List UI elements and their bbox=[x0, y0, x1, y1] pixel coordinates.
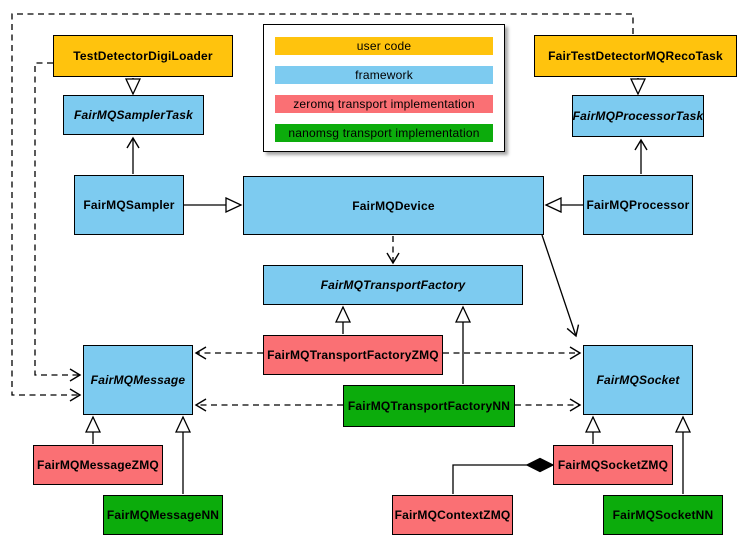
class-label: FairMQProcessorTask bbox=[572, 109, 704, 123]
class-label: FairMQMessageNN bbox=[106, 508, 220, 522]
class-box-fairmqtransportfactorynn: FairMQTransportFactoryNN bbox=[343, 385, 515, 427]
legend-label-nanomsg: nanomsg transport implementation bbox=[288, 126, 480, 140]
class-label: FairMQTransportFactoryNN bbox=[347, 399, 511, 413]
class-box-fairmqsamplertask: FairMQSamplerTask bbox=[63, 95, 204, 135]
class-label: FairMQTransportFactoryZMQ bbox=[267, 348, 439, 362]
class-label: FairMQTransportFactory bbox=[320, 278, 466, 292]
class-label: FairMQSamplerTask bbox=[74, 108, 193, 122]
class-box-fairmqsocket: FairMQSocket bbox=[583, 345, 693, 415]
class-box-fairmqcontextzmq: FairMQContextZMQ bbox=[392, 495, 513, 535]
class-label: FairMQMessage bbox=[90, 373, 186, 387]
class-box-fairmqmessagezmq: FairMQMessageZMQ bbox=[33, 445, 163, 485]
class-box-fairmqmessage: FairMQMessage bbox=[83, 345, 193, 415]
class-box-fairmqsampler: FairMQSampler bbox=[74, 175, 184, 235]
class-box-fairmqtransportfactory: FairMQTransportFactory bbox=[263, 265, 523, 305]
class-label: FairMQSampler bbox=[83, 198, 175, 212]
class-label: FairTestDetectorMQRecoTask bbox=[548, 49, 723, 63]
edge-comp-socketzmq-contextzmq bbox=[452, 464, 527, 494]
class-label: FairMQSocketZMQ bbox=[557, 458, 669, 472]
class-box-fairmqsocketzmq: FairMQSocketZMQ bbox=[553, 445, 673, 485]
legend-label-user-code: user code bbox=[356, 39, 412, 53]
class-box-fairmqtransportfactoryzmq: FairMQTransportFactoryZMQ bbox=[263, 335, 443, 375]
class-label: TestDetectorDigiLoader bbox=[73, 49, 213, 63]
legend-item-nanomsg: nanomsg transport implementation bbox=[275, 124, 493, 142]
legend-label-zeromq: zeromq transport implementation bbox=[293, 97, 475, 111]
edge-assoc-device-socket bbox=[541, 234, 580, 338]
class-box-fairmqdevice: FairMQDevice bbox=[243, 176, 544, 235]
class-label: FairMQContextZMQ bbox=[394, 508, 511, 522]
class-label: FairMQSocketNN bbox=[612, 508, 714, 522]
legend-item-user-code: user code bbox=[275, 37, 493, 55]
class-box-fairmqsocketnn: FairMQSocketNN bbox=[603, 495, 723, 535]
class-label: FairMQDevice bbox=[352, 198, 435, 213]
composition-diamond-icon bbox=[525, 457, 555, 473]
class-box-fairmqprocessor: FairMQProcessor bbox=[583, 175, 693, 235]
edge-dep-digiloader-message bbox=[34, 62, 82, 382]
edge-dep-recotask-message bbox=[11, 13, 634, 402]
class-box-fairtestdetectormqrecotask: FairTestDetectorMQRecoTask bbox=[534, 35, 737, 77]
class-label: FairMQSocket bbox=[596, 373, 680, 387]
legend-item-zeromq: zeromq transport implementation bbox=[275, 95, 493, 113]
class-box-fairmqmessagenn: FairMQMessageNN bbox=[103, 495, 223, 535]
class-box-fairmqprocessortask: FairMQProcessorTask bbox=[572, 95, 704, 137]
class-box-testdetectordigiloader: TestDetectorDigiLoader bbox=[53, 35, 233, 77]
class-label: FairMQMessageZMQ bbox=[37, 458, 159, 472]
class-label: FairMQProcessor bbox=[586, 198, 690, 212]
legend-label-framework: framework bbox=[355, 68, 413, 82]
legend: user code framework zeromq transport imp… bbox=[263, 24, 505, 152]
legend-item-framework: framework bbox=[275, 66, 493, 84]
